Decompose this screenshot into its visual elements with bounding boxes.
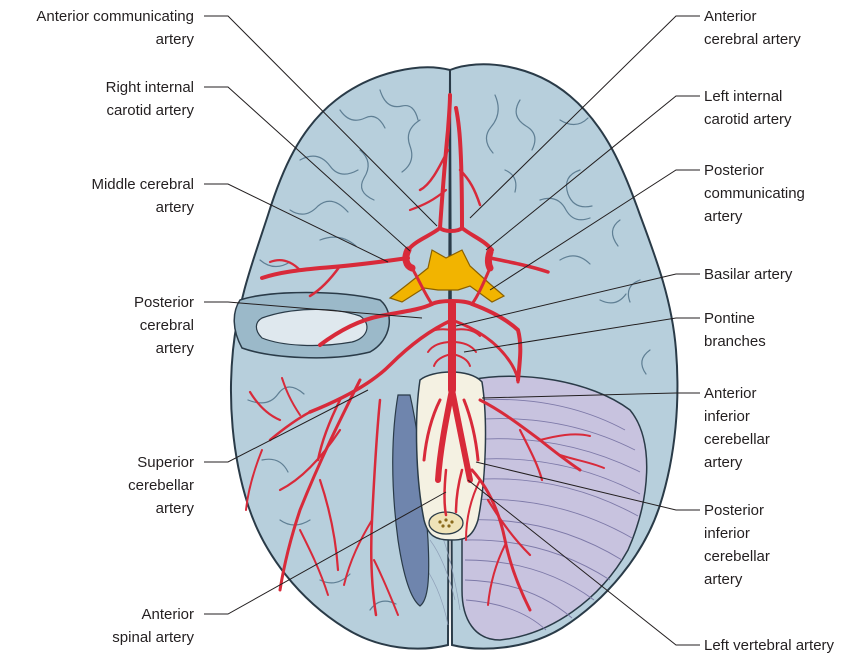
label-anterior-inferior-cerebellar-artery: Anterior inferior cerebellar artery — [704, 382, 770, 474]
left-internal-carotid — [489, 252, 491, 268]
label-anterior-communicating-artery: Anterior communicating artery — [36, 5, 194, 51]
label-basilar-artery: Basilar artery — [704, 263, 792, 286]
label-left-internal-carotid-artery: Left internal carotid artery — [704, 85, 792, 131]
label-anterior-cerebral-artery: Anterior cerebral artery — [704, 5, 801, 51]
label-superior-cerebellar-artery: Superior cerebellar artery — [128, 451, 194, 520]
label-middle-cerebral-artery: Middle cerebral artery — [91, 173, 194, 219]
label-anterior-spinal-artery: Anterior spinal artery — [112, 603, 194, 649]
label-posterior-inferior-cerebellar-artery: Posterior inferior cerebellar artery — [704, 499, 770, 591]
label-posterior-communicating-artery: Posterior communicating artery — [704, 159, 805, 228]
label-posterior-cerebral-artery: Posterior cerebral artery — [134, 291, 194, 360]
temporal-cut — [234, 293, 389, 358]
label-pontine-branches: Pontine branches — [704, 307, 766, 353]
label-right-internal-carotid-artery: Right internal carotid artery — [106, 76, 194, 122]
label-left-vertebral-artery: Left vertebral artery — [704, 634, 834, 657]
